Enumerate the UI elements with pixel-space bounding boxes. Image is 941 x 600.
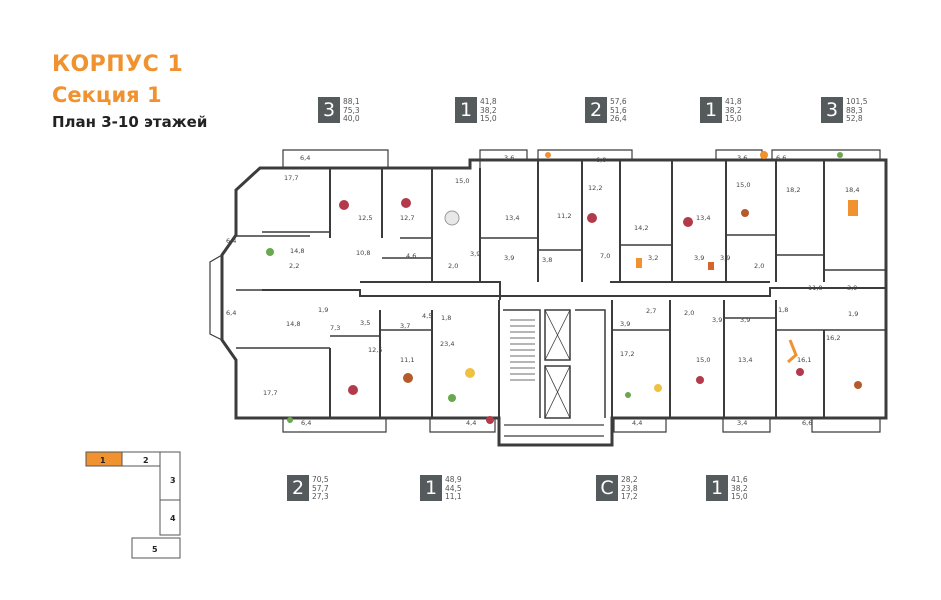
room-label: 11,2 xyxy=(557,212,571,220)
room-label: 1,8 xyxy=(441,314,451,322)
room-label: 3,9 xyxy=(620,320,630,328)
room-label: 3,9 xyxy=(847,284,857,292)
room-label: 3,9 xyxy=(740,316,750,324)
room-labels: 6,4 17,7 12,5 12,7 15,0 3,6 6,0 12,2 11,… xyxy=(226,154,859,427)
room-label: 3,8 xyxy=(542,256,552,264)
furniture-accents xyxy=(266,151,862,424)
room-label: 3,4 xyxy=(737,419,747,427)
room-label: 4,5 xyxy=(422,312,432,320)
room-label: 16,1 xyxy=(797,356,811,364)
room-label: 12,5 xyxy=(368,346,382,354)
room-label: 2,7 xyxy=(646,307,656,315)
room-label: 15,0 xyxy=(736,181,750,189)
room-label: 13,4 xyxy=(505,214,519,222)
key-label: 2 xyxy=(143,456,149,465)
room-label: 6,4 xyxy=(226,309,236,317)
room-label: 3,7 xyxy=(400,322,410,330)
room-label: 17,2 xyxy=(620,350,634,358)
room-label: 3,9 xyxy=(470,250,480,258)
room-label: 17,7 xyxy=(263,389,277,397)
rooms-badge: 1 xyxy=(420,475,442,501)
room-label: 23,4 xyxy=(440,340,454,348)
key-label: 3 xyxy=(170,476,176,485)
room-label: 2,0 xyxy=(684,309,694,317)
key-label: 1 xyxy=(100,456,106,465)
room-label: 15,0 xyxy=(455,177,469,185)
room-label: 2,0 xyxy=(448,262,458,270)
room-label: 6,0 xyxy=(596,156,606,164)
rooms-badge: 1 xyxy=(706,475,728,501)
key-section-5 xyxy=(131,537,181,559)
room-label: 18,4 xyxy=(845,186,859,194)
rooms-badge: C xyxy=(596,475,618,501)
rooms-badge: 1 xyxy=(455,97,477,123)
room-label: 15,0 xyxy=(696,356,710,364)
room-label: 6,6 xyxy=(776,154,786,162)
section-title: Секция 1 xyxy=(52,83,162,107)
key-plan: 1 2 3 4 5 xyxy=(85,451,181,559)
key-section-4 xyxy=(159,499,181,536)
room-label: 7,3 xyxy=(330,324,340,332)
room-label: 14,8 xyxy=(290,247,304,255)
rooms-badge: 3 xyxy=(821,97,843,123)
room-label: 6,4 xyxy=(300,154,310,162)
room-label: 4,4 xyxy=(632,419,642,427)
room-label: 13,4 xyxy=(738,356,752,364)
room-label: 12,5 xyxy=(358,214,372,222)
building-title: КОРПУС 1 xyxy=(52,52,184,77)
rooms-badge: 2 xyxy=(287,475,309,501)
room-label: 2,0 xyxy=(754,262,764,270)
room-label: 3,9 xyxy=(720,254,730,262)
room-label: 7,0 xyxy=(600,252,610,260)
room-label: 6,6 xyxy=(802,419,812,427)
room-label: 10,8 xyxy=(356,249,370,257)
room-label: 13,4 xyxy=(696,214,710,222)
rooms-badge: 3 xyxy=(318,97,340,123)
plan-walls xyxy=(209,149,888,447)
room-label: 6,4 xyxy=(301,419,311,427)
room-label: 11,8 xyxy=(808,284,822,292)
room-label: 18,2 xyxy=(786,186,800,194)
room-label: 12,7 xyxy=(400,214,414,222)
room-label: 3,2 xyxy=(648,254,658,262)
room-label: 14,2 xyxy=(634,224,648,232)
room-label: 17,7 xyxy=(284,174,298,182)
room-label: 16,2 xyxy=(826,334,840,342)
room-label: 4,4 xyxy=(466,419,476,427)
rooms-badge: 1 xyxy=(700,97,722,123)
room-label: 3,9 xyxy=(712,316,722,324)
room-label: 6,4 xyxy=(226,237,236,245)
room-label: 3,6 xyxy=(737,154,747,162)
rooms-badge: 2 xyxy=(585,97,607,123)
room-label: 2,2 xyxy=(289,262,299,270)
room-label: 14,8 xyxy=(286,320,300,328)
room-label: 1,9 xyxy=(848,310,858,318)
room-label: 1,8 xyxy=(778,306,788,314)
room-label: 12,2 xyxy=(588,184,602,192)
room-label: 11,1 xyxy=(400,356,414,364)
room-label: 3,5 xyxy=(360,319,370,327)
room-label: 3,6 xyxy=(504,154,514,162)
plan-title: План 3-10 этажей xyxy=(52,113,208,131)
key-label: 5 xyxy=(152,545,158,554)
room-label: 3,9 xyxy=(504,254,514,262)
room-label: 3,9 xyxy=(694,254,704,262)
room-label: 1,9 xyxy=(318,306,328,314)
key-label: 4 xyxy=(170,514,176,523)
room-label: 4,6 xyxy=(406,252,416,260)
